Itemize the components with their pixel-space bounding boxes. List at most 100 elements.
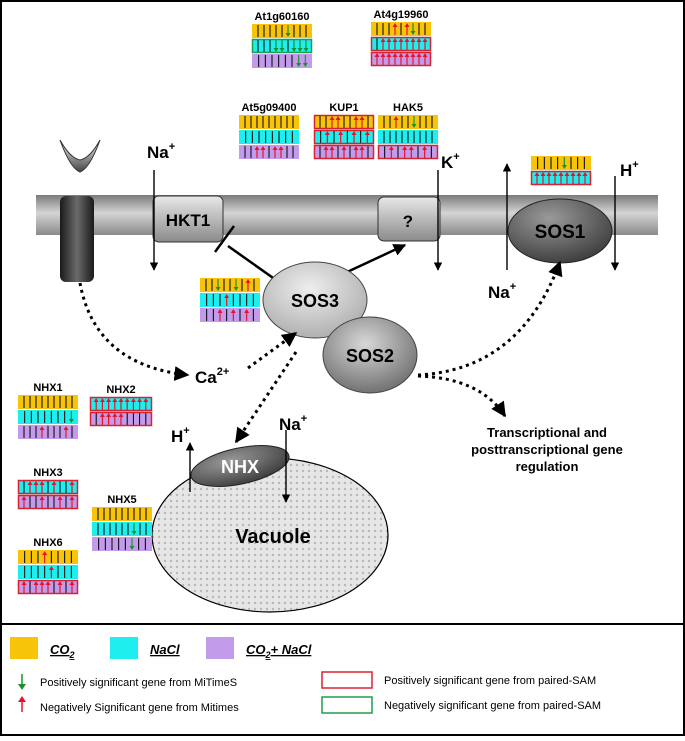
paired-sam-red-box <box>313 114 375 130</box>
gene-panel-g7 <box>200 278 260 322</box>
regulation-text-line1: Transcriptional and <box>487 425 607 440</box>
legend-green-box-icon <box>321 696 373 714</box>
expression-row-purple <box>200 308 260 322</box>
gene-name-label: NHX1 <box>33 382 62 394</box>
legend-pos-mitimes: Positively significant gene from MiTimeS <box>40 677 237 689</box>
hkt1-transporter <box>152 195 224 243</box>
gene-name-label: HAK5 <box>393 102 423 114</box>
gene-panel-nhx3: NHX3 <box>17 467 79 510</box>
legend-nacl-swatch <box>110 637 138 659</box>
red-up-arrowhead <box>359 116 365 120</box>
gene-panel-g6 <box>530 156 592 186</box>
red-up-arrowhead <box>245 279 251 283</box>
red-up-arrowhead <box>416 38 422 42</box>
green-down-arrowhead <box>297 48 303 52</box>
sos3-hkt1-inhibition-line <box>227 244 277 282</box>
red-up-arrowhead <box>380 53 386 57</box>
red-up-arrowhead <box>63 426 69 430</box>
expression-row-yellow <box>18 550 78 564</box>
paired-sam-red-box <box>530 170 592 186</box>
legend-nacl-label: NaCl <box>150 642 180 657</box>
red-up-arrowhead <box>353 146 359 150</box>
red-up-arrowhead <box>335 116 341 120</box>
na-top-label: Na+ <box>147 141 175 162</box>
red-up-arrowhead <box>540 172 546 176</box>
paired-sam-red-box <box>17 579 79 595</box>
unknown-transporter-label: ? <box>403 212 413 231</box>
sos2-label: SOS2 <box>346 346 394 366</box>
red-up-arrowhead <box>402 146 408 150</box>
red-up-arrowhead <box>404 38 410 42</box>
red-up-arrowhead <box>534 172 540 176</box>
red-up-arrowhead <box>552 172 558 176</box>
red-up-arrowhead <box>21 581 27 585</box>
paired-sam-red-box <box>370 36 432 52</box>
red-up-arrowhead <box>364 131 370 135</box>
red-up-arrowhead <box>33 581 39 585</box>
red-up-arrowhead <box>224 294 230 298</box>
red-up-arrowhead <box>124 398 130 402</box>
red-up-arrowhead <box>21 496 27 500</box>
green-down-arrowhead <box>279 48 285 52</box>
green-down-arrowhead <box>410 31 416 35</box>
red-up-arrowhead <box>341 146 347 150</box>
red-up-arrowhead <box>106 398 112 402</box>
red-up-arrowhead <box>410 53 416 57</box>
gene-name-label: NHX3 <box>33 467 62 479</box>
red-up-arrowhead <box>39 426 45 430</box>
red-up-arrowhead <box>422 146 428 150</box>
regulation-text-line3: regulation <box>516 459 579 474</box>
gene-name-label: At1g60160 <box>254 11 309 23</box>
gene-panel-nhx1: NHX1 <box>18 382 78 439</box>
green-down-arrowhead <box>131 531 137 535</box>
paired-sam-red-box <box>17 494 79 510</box>
nhx-label: NHX <box>221 457 259 477</box>
green-down-arrowhead <box>233 287 239 291</box>
green-down-arrowhead <box>561 165 567 169</box>
red-up-arrowhead <box>118 413 124 417</box>
na-vac-label: Na+ <box>279 413 307 434</box>
regulation-text-line2: posttranscriptional gene <box>471 442 623 457</box>
nhx-antiporter <box>190 445 290 487</box>
red-up-arrowhead <box>69 581 75 585</box>
green-down-arrowhead <box>68 419 74 423</box>
red-up-arrowhead <box>45 581 51 585</box>
red-up-arrowhead <box>351 131 357 135</box>
red-up-arrowhead <box>386 53 392 57</box>
red-up-arrowhead <box>558 172 564 176</box>
red-up-arrowhead <box>143 398 149 402</box>
red-up-arrowhead <box>39 496 45 500</box>
sos3-label: SOS3 <box>291 291 339 311</box>
unknown-transporter <box>377 196 441 242</box>
red-up-arrowhead <box>422 38 428 42</box>
hkt1-label: HKT1 <box>166 211 210 230</box>
expression-row-cyan <box>18 410 78 424</box>
green-down-arrowhead <box>291 48 297 52</box>
gene-name-label: At4g19960 <box>373 9 428 21</box>
expression-row-purple <box>378 145 438 159</box>
red-up-arrowhead <box>408 146 414 150</box>
red-up-arrowhead <box>137 398 143 402</box>
expression-row-yellow <box>531 156 591 170</box>
sos2-protein <box>322 316 418 394</box>
gene-panel-kup1: KUP1 <box>313 102 375 160</box>
red-up-arrowhead <box>99 398 105 402</box>
red-up-arrowhead <box>39 581 45 585</box>
red-up-arrowhead <box>576 172 582 176</box>
k-plus-label: K+ <box>441 151 460 172</box>
na-right-label: Na+ <box>488 281 516 302</box>
red-up-arrowhead <box>278 146 284 150</box>
red-up-arrowhead <box>244 309 250 313</box>
red-up-arrowhead <box>99 413 105 417</box>
red-up-arrowhead <box>422 53 428 57</box>
h-plus-vac-label: H+ <box>171 425 190 446</box>
red-up-arrowhead <box>27 481 33 485</box>
sos3-protein <box>262 261 368 339</box>
red-up-arrowhead <box>272 146 278 150</box>
channel-to-ca-dotted-arrow <box>78 282 190 382</box>
red-up-arrowhead <box>48 566 54 570</box>
red-up-arrowhead <box>33 481 39 485</box>
green-down-arrowhead <box>215 287 221 291</box>
